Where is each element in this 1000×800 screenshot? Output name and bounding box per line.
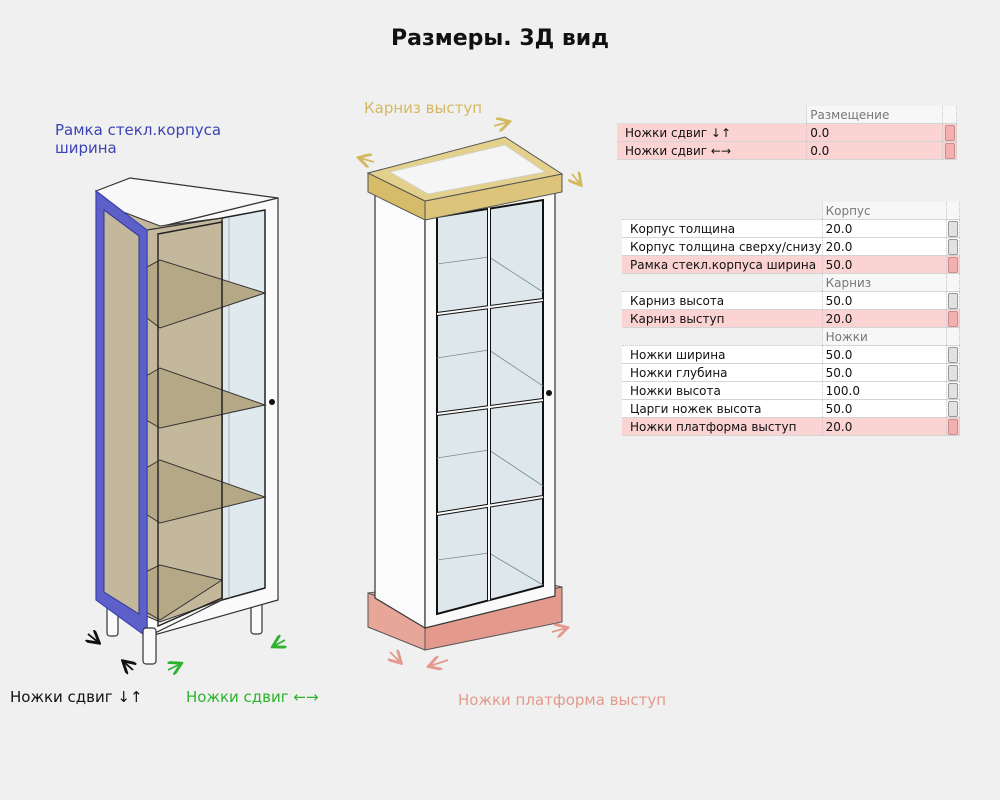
label-legs-shift-h: Ножки сдвиг ←→: [186, 688, 319, 706]
param-name: Карниз высота: [622, 291, 823, 310]
table-row[interactable]: Карниз выступ 20.0: [622, 309, 960, 328]
spinner-icon[interactable]: [948, 238, 959, 255]
spinner-icon[interactable]: [948, 292, 959, 309]
table-row[interactable]: Ножки глубина 50.0: [622, 363, 960, 382]
spinner-icon[interactable]: [948, 310, 959, 327]
table-row[interactable]: Ножки сдвиг ←→ 0.0: [617, 141, 957, 160]
param-value[interactable]: 50.0: [822, 345, 948, 364]
table-row[interactable]: Корпус толщина сверху/снизу 20.0: [622, 237, 960, 256]
section-header-body: Корпус: [822, 202, 948, 220]
table-row[interactable]: Рамка стекл.корпуса ширина 50.0: [622, 255, 960, 274]
label-platform-overhang: Ножки платформа выступ: [458, 691, 667, 709]
arrow-shift-h-1: [168, 664, 180, 670]
placement-table: Размещение Ножки сдвиг ↓↑ 0.0 Ножки сдви…: [617, 106, 957, 160]
param-value[interactable]: 20.0: [822, 237, 948, 256]
param-name: Царги ножек высота: [622, 399, 823, 418]
param-value[interactable]: 0.0: [806, 123, 943, 142]
param-name: Ножки глубина: [622, 363, 823, 382]
table-row[interactable]: Царги ножек высота 50.0: [622, 399, 960, 418]
label-frame-width: Рамка стекл.корпуса ширина: [55, 121, 222, 157]
param-value[interactable]: 20.0: [822, 219, 948, 238]
spinner-icon[interactable]: [948, 400, 959, 417]
param-name: Ножки высота: [622, 381, 823, 400]
label-legs-shift-v: Ножки сдвиг ↓↑: [10, 688, 143, 706]
param-name: Карниз выступ: [622, 309, 823, 328]
spinner-icon[interactable]: [948, 382, 959, 399]
right-cabinet: [360, 122, 580, 666]
param-value[interactable]: 0.0: [806, 141, 943, 160]
param-name: Рамка стекл.корпуса ширина: [622, 255, 823, 274]
param-value[interactable]: 20.0: [822, 417, 948, 436]
section-header-cornice: Карниз: [822, 273, 948, 292]
table-row[interactable]: Ножки высота 100.0: [622, 381, 960, 400]
section-header-placement: Размещение: [806, 106, 943, 124]
table-row[interactable]: Карниз высота 50.0: [622, 291, 960, 310]
arrow-cornice-1: [360, 158, 375, 162]
arrow-shift-v-1: [88, 634, 98, 642]
arrow-shift-h-2: [274, 640, 285, 646]
spinner-icon[interactable]: [948, 220, 959, 237]
parameters-table: Корпус Корпус толщина 20.0 Корпус толщин…: [622, 202, 960, 436]
table-row[interactable]: Ножки сдвиг ↓↑ 0.0: [617, 123, 957, 142]
param-name: Ножки сдвиг ←→: [617, 141, 808, 160]
param-value[interactable]: 50.0: [822, 255, 948, 274]
spinner-icon[interactable]: [948, 256, 959, 273]
param-name: Ножки ширина: [622, 345, 823, 364]
param-value[interactable]: 50.0: [822, 399, 948, 418]
arrow-shift-v-2: [124, 662, 133, 670]
table-row[interactable]: Корпус толщина 20.0: [622, 219, 960, 238]
param-name: Ножки платформа выступ: [622, 417, 823, 436]
param-name: Ножки сдвиг ↓↑: [617, 123, 808, 142]
param-value[interactable]: 50.0: [822, 363, 948, 382]
section-row: Ножки: [622, 327, 960, 346]
spinner-icon[interactable]: [944, 142, 955, 159]
param-value[interactable]: 100.0: [822, 381, 948, 400]
spinner-icon[interactable]: [948, 364, 959, 381]
spinner-icon[interactable]: [944, 124, 955, 141]
param-value[interactable]: 20.0: [822, 309, 948, 328]
arrow-cornice-3: [572, 174, 580, 184]
page-title: Размеры. 3Д вид: [391, 26, 609, 51]
section-row: Корпус: [622, 202, 960, 220]
table-row[interactable]: Ножки ширина 50.0: [622, 345, 960, 364]
param-name: Корпус толщина: [622, 219, 823, 238]
label-cornice-overhang: Карниз выступ: [364, 99, 483, 117]
arrow-platform-1: [390, 652, 400, 662]
arrow-platform-2: [430, 660, 449, 666]
section-row: Карниз: [622, 273, 960, 292]
param-value[interactable]: 50.0: [822, 291, 948, 310]
placement-header-row: Размещение: [617, 106, 957, 124]
arrow-platform-3: [551, 628, 566, 632]
table-row[interactable]: Ножки платформа выступ 20.0: [622, 417, 960, 436]
spinner-icon[interactable]: [948, 418, 959, 435]
section-header-legs: Ножки: [822, 327, 948, 346]
left-cabinet: [88, 177, 285, 670]
spinner-icon[interactable]: [948, 346, 959, 363]
param-name: Корпус толщина сверху/снизу: [622, 237, 823, 256]
arrow-cornice-2: [493, 122, 508, 126]
